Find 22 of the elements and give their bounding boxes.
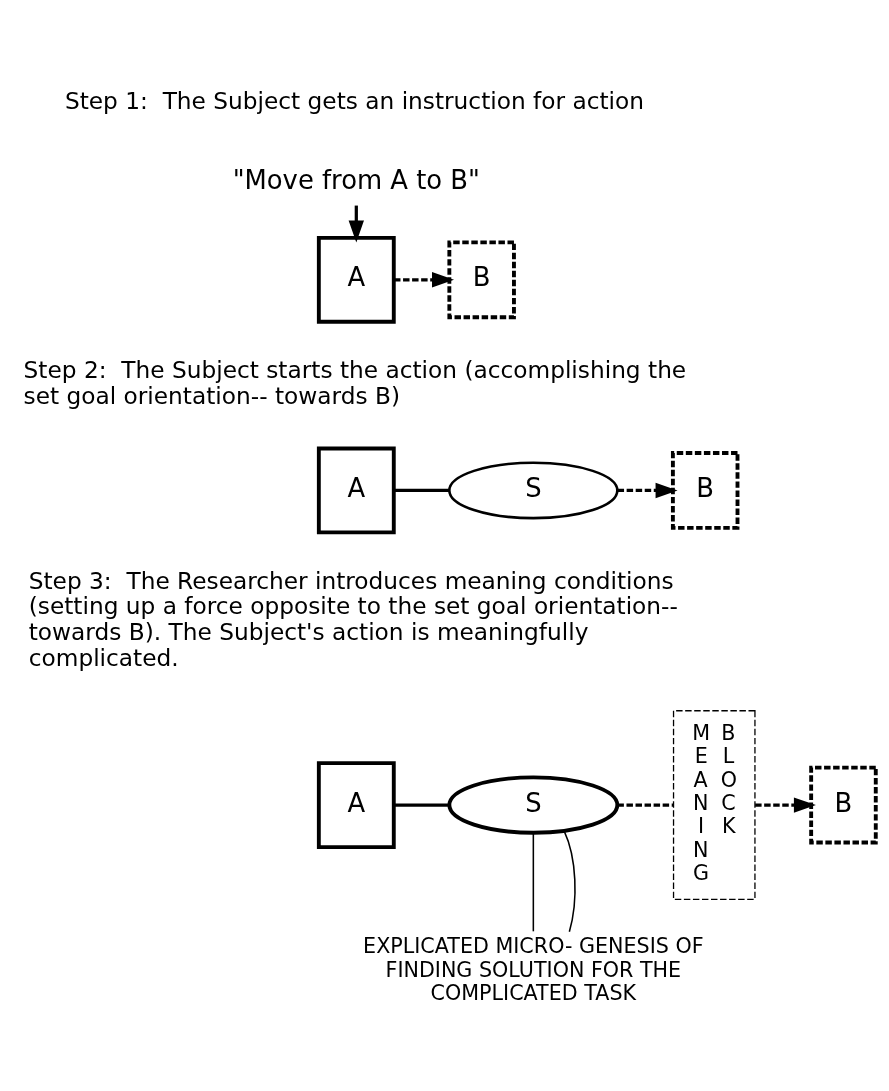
node-box: B [809,765,878,844]
node-box: B [447,239,516,319]
node-ellipse: S [448,460,619,519]
connector [617,802,674,807]
connector [563,829,576,932]
connector [532,831,535,932]
node-box: A [316,446,396,534]
connector [394,488,449,492]
connector [394,802,449,807]
node-box: A [316,235,396,324]
node-text: "Move from A to B" [232,164,480,195]
label: Step 1: The Subject gets an instruction for action [64,86,645,114]
arrow [755,796,816,813]
label: Step 2: The Subject starts the action (accomplishing the set goal orientation-- towards B) [23,355,687,409]
node-ellipse: S [447,774,620,835]
node-box: B [670,450,740,530]
node-box: A [316,760,396,849]
node-box: M E A N I N G B L O C K [672,709,756,900]
label: Step 3: The Researcher introduces meaning conditions (setting up a force opposite to the set goal orientation-- towards B). The Subject's action is meaningfully complicated. [28,566,678,671]
node-text: EXPLICATED MICRO- GENESIS OF FINDING SOLUTION FOR THE COMPLICATED TASK [363,933,704,1005]
arrow [617,482,678,498]
arrow [394,271,454,287]
